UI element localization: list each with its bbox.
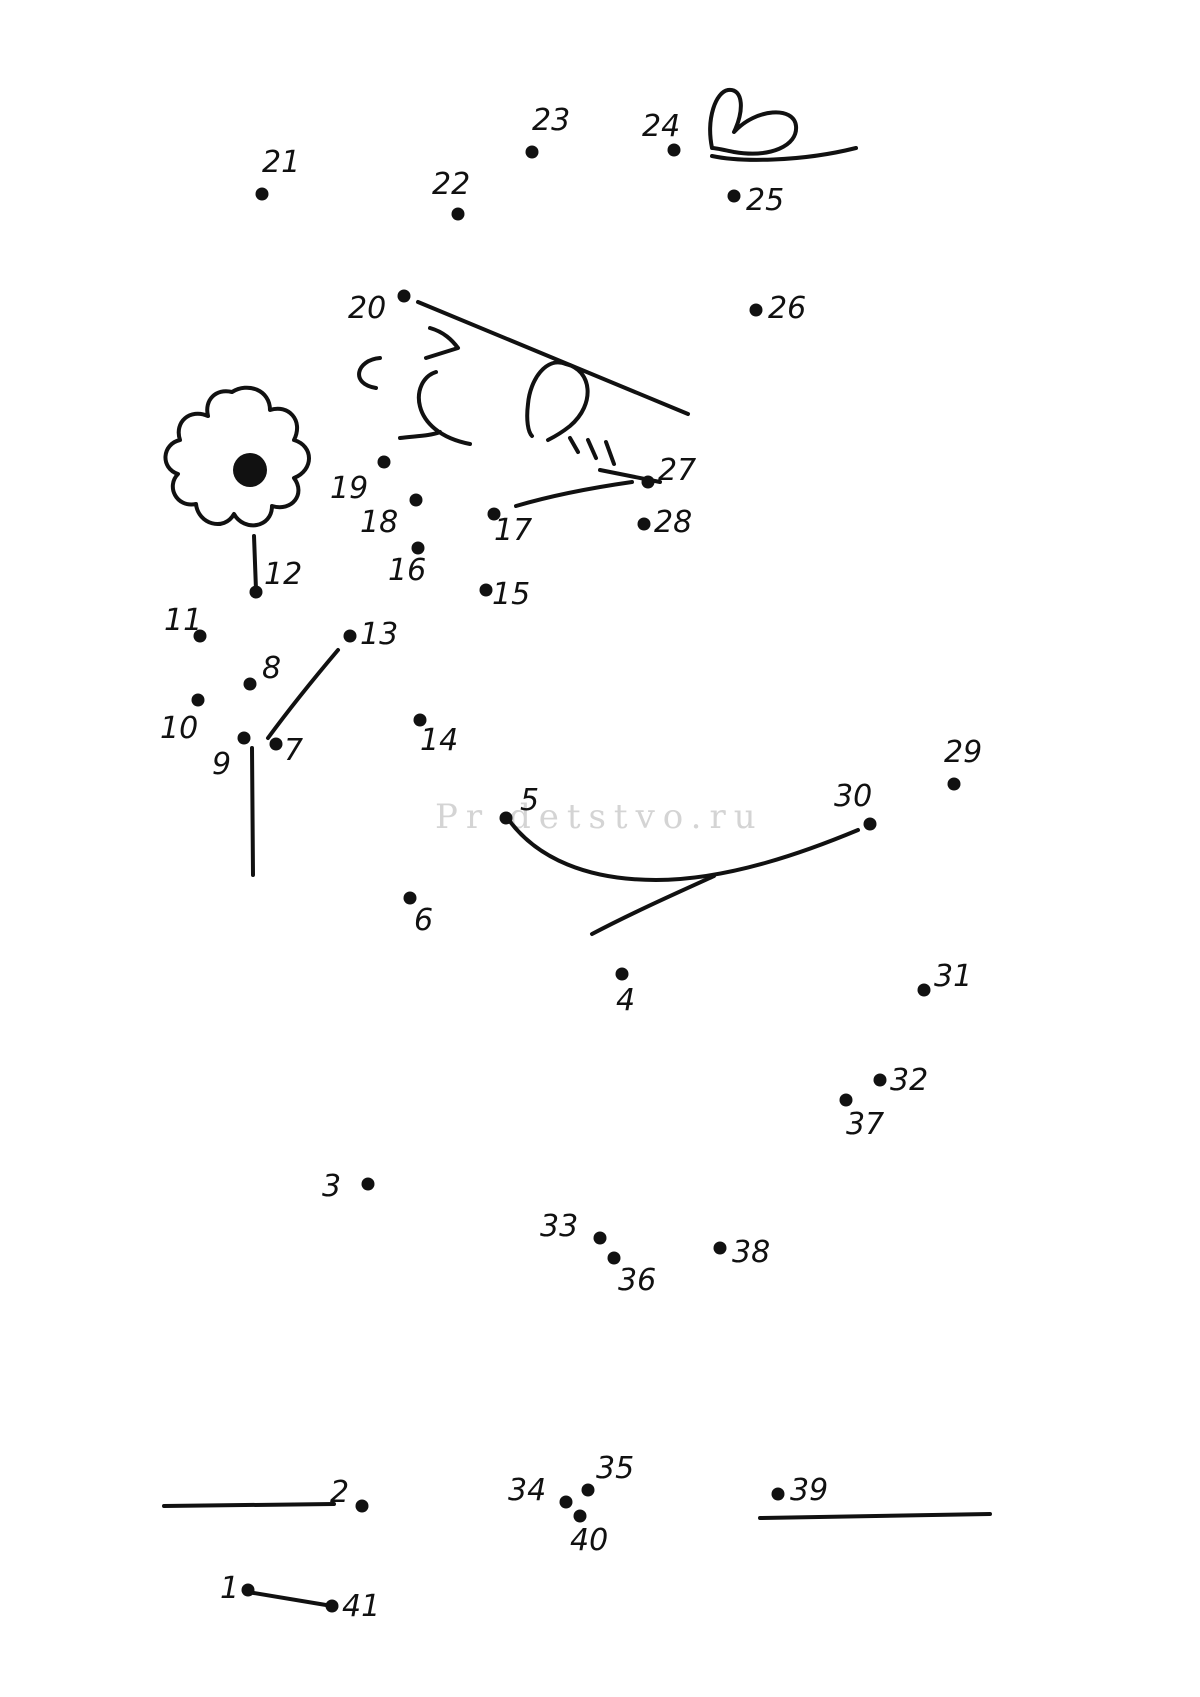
dot-label-33: 33 (540, 1209, 578, 1244)
dot-point-38 (713, 1241, 727, 1255)
dot-point-32 (873, 1073, 887, 1087)
dot-point-28 (637, 517, 651, 531)
dot-label-18: 18 (360, 505, 398, 540)
dot-label-5: 5 (520, 783, 539, 818)
dot-label-12: 12 (264, 557, 302, 592)
dot-label-35: 35 (596, 1451, 634, 1486)
face-icon (357, 326, 662, 508)
dot-point-17 (487, 507, 501, 521)
dot-point-26 (749, 303, 763, 317)
line-art (162, 88, 992, 1608)
dot-label-9: 9 (212, 747, 231, 782)
dot-label-21: 21 (262, 145, 300, 180)
dot-label-32: 32 (890, 1063, 928, 1098)
dot-label-25: 25 (746, 183, 784, 218)
dot-label-3: 3 (322, 1169, 341, 1204)
dot-label-38: 38 (732, 1235, 770, 1270)
dot-point-3 (361, 1177, 375, 1191)
dot-label-4: 4 (616, 983, 635, 1018)
dot-point-8 (243, 677, 257, 691)
dot-point-12 (249, 585, 263, 599)
dot-point-25 (727, 189, 741, 203)
dot-label-14: 14 (420, 723, 458, 758)
bee-icon (708, 88, 858, 162)
dot-point-35 (581, 1483, 595, 1497)
cross-line (590, 874, 716, 936)
dot-point-15 (479, 583, 493, 597)
dot-label-36: 36 (618, 1263, 656, 1298)
dot-point-19 (377, 455, 391, 469)
dot-label-39: 39 (790, 1473, 828, 1508)
dot-point-13 (343, 629, 357, 643)
dot-label-30: 30 (834, 779, 872, 814)
dot-point-39 (771, 1487, 785, 1501)
flower-center-icon (233, 453, 267, 487)
dot-point-33 (593, 1231, 607, 1245)
dot-label-15: 15 (492, 577, 530, 612)
ground-line-right (758, 1512, 992, 1520)
dot-point-6 (403, 891, 417, 905)
dot-point-21 (255, 187, 269, 201)
watermark-text: Pr detstvo.ru (435, 797, 764, 837)
dot-point-34 (559, 1495, 573, 1509)
dot-label-7: 7 (284, 733, 303, 768)
dot-point-30 (863, 817, 877, 831)
dot-point-5 (499, 811, 513, 825)
dot-point-18 (409, 493, 423, 507)
dot-label-19: 19 (330, 471, 368, 506)
post-line (250, 746, 255, 877)
dot-label-26: 26 (768, 291, 806, 326)
dot-label-22: 22 (432, 167, 470, 202)
flower-icon (163, 385, 311, 592)
dot-point-1 (241, 1583, 255, 1597)
dot-point-11 (193, 629, 207, 643)
dot-label-20: 20 (348, 291, 386, 326)
dot-label-8: 8 (262, 651, 281, 686)
dot-point-2 (355, 1499, 369, 1513)
dot-label-6: 6 (414, 903, 433, 938)
dot-label-31: 31 (934, 959, 972, 994)
dot-point-16 (411, 541, 425, 555)
dot-label-2: 2 (330, 1475, 349, 1510)
dot-label-1: 1 (220, 1571, 239, 1606)
dot-point-37 (839, 1093, 853, 1107)
dot-point-20 (397, 289, 411, 303)
dot-point-36 (607, 1251, 621, 1265)
dot-label-24: 24 (642, 109, 680, 144)
dot-point-27 (641, 475, 655, 489)
dot-label-17: 17 (494, 513, 532, 548)
dot-point-31 (917, 983, 931, 997)
dot-label-28: 28 (654, 505, 692, 540)
ground-line-left (162, 1502, 336, 1508)
dot-point-40 (573, 1509, 587, 1523)
hat-brim-line (416, 300, 690, 416)
dot-point-22 (451, 207, 465, 221)
dot-point-24 (667, 143, 681, 157)
dot-label-41: 41 (342, 1589, 380, 1624)
dot-label-13: 13 (360, 617, 398, 652)
dot-label-16: 16 (388, 553, 426, 588)
dot-label-37: 37 (846, 1107, 884, 1142)
dot-label-34: 34 (508, 1473, 546, 1508)
dot-point-4 (615, 967, 629, 981)
dot-point-10 (191, 693, 205, 707)
dot-point-23 (525, 145, 539, 159)
dot-point-7 (269, 737, 283, 751)
curve-line (504, 814, 860, 882)
dot-label-27: 27 (658, 453, 696, 488)
dot-point-14 (413, 713, 427, 727)
dot-point-9 (237, 731, 251, 745)
stem-line (266, 648, 340, 740)
dot-point-29 (947, 777, 961, 791)
dot-label-29: 29 (944, 735, 982, 770)
dot-label-10: 10 (160, 711, 198, 746)
base-line (246, 1590, 334, 1608)
dot-point-41 (325, 1599, 339, 1613)
dot-label-23: 23 (532, 103, 570, 138)
dot-label-40: 40 (570, 1523, 608, 1558)
dot-label-11: 11 (164, 603, 202, 638)
